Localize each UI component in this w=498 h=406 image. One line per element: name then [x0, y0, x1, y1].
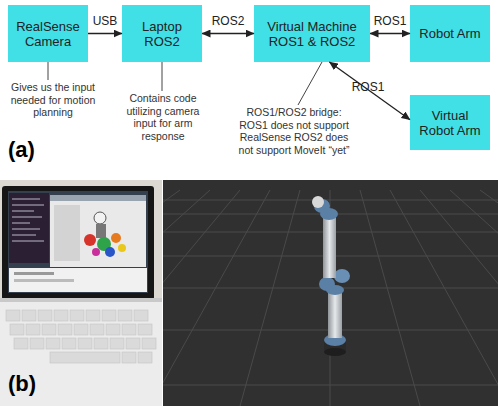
edge-label: ROS1	[348, 80, 388, 94]
panel-letter: (b)	[8, 372, 68, 396]
process-box: Virtual Machine ROS1 & ROS2	[254, 5, 370, 62]
connector-arrow	[329, 62, 410, 120]
box-text: Laptop ROS2	[126, 19, 198, 49]
edge-label: USB	[88, 14, 122, 28]
annotation-note: ROS1/ROS2 bridge: ROS1 does not support …	[236, 106, 352, 156]
process-box: Robot Arm	[410, 5, 490, 62]
connector-arrow	[370, 33, 410, 34]
box-text: Virtual Machine ROS1 & ROS2	[258, 19, 366, 49]
process-box: Virtual Robot Arm	[410, 95, 490, 150]
box-text: Robot Arm	[419, 26, 480, 41]
annotation-note: Contains code utilizing camera input for…	[118, 92, 208, 142]
connector-arrow	[202, 33, 254, 34]
connector-arrow	[88, 33, 122, 34]
rviz-view	[163, 180, 498, 406]
box-text: Virtual Robot Arm	[414, 108, 486, 138]
process-box: Laptop ROS2	[122, 5, 202, 62]
laptop-photo	[0, 180, 162, 406]
panel-letter: (a)	[8, 138, 68, 162]
edge-label: ROS1	[370, 14, 410, 28]
process-box: RealSense Camera	[8, 5, 88, 62]
edge-label: ROS2	[204, 14, 252, 28]
annotation-note: Gives us the input needed for motion pla…	[2, 81, 104, 119]
robot-arm	[312, 196, 350, 356]
box-text: RealSense Camera	[12, 19, 84, 49]
